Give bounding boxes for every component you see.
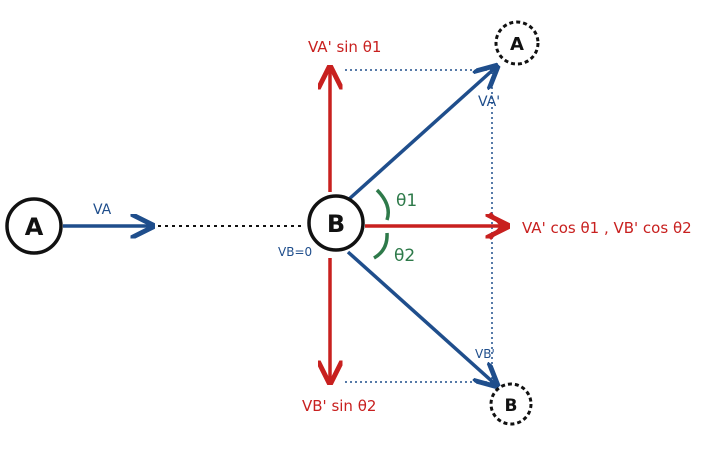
vb-prime-arrow — [346, 250, 495, 384]
node-b-final-label: B — [505, 396, 518, 416]
node-a-initial: A — [5, 197, 63, 255]
va-sin-label: VA' sin θ1 — [308, 38, 381, 56]
node-b-initial: B — [307, 194, 365, 252]
va-prime-arrow — [346, 68, 495, 202]
cos-component-double-head — [488, 211, 505, 241]
theta1-label: θ1 — [396, 191, 417, 211]
node-a-final: A — [494, 20, 540, 66]
node-a-final-label: A — [510, 34, 524, 55]
vb-zero-label: VB=0 — [278, 245, 312, 259]
va-label: VA — [93, 202, 112, 218]
node-b-final: B — [489, 382, 533, 426]
vb-prime-label: VB' — [475, 347, 495, 361]
cos-components-label: VA' cos θ1 , VB' cos θ2 — [522, 219, 692, 237]
va-prime-label: VA' — [478, 94, 500, 110]
theta2-arc — [373, 232, 389, 260]
vb-sin-label: VB' sin θ2 — [302, 397, 376, 415]
theta2-label: θ2 — [394, 246, 415, 266]
node-a-initial-label: A — [25, 213, 44, 241]
node-b-initial-label: B — [327, 210, 345, 238]
theta1-arc — [375, 188, 390, 221]
